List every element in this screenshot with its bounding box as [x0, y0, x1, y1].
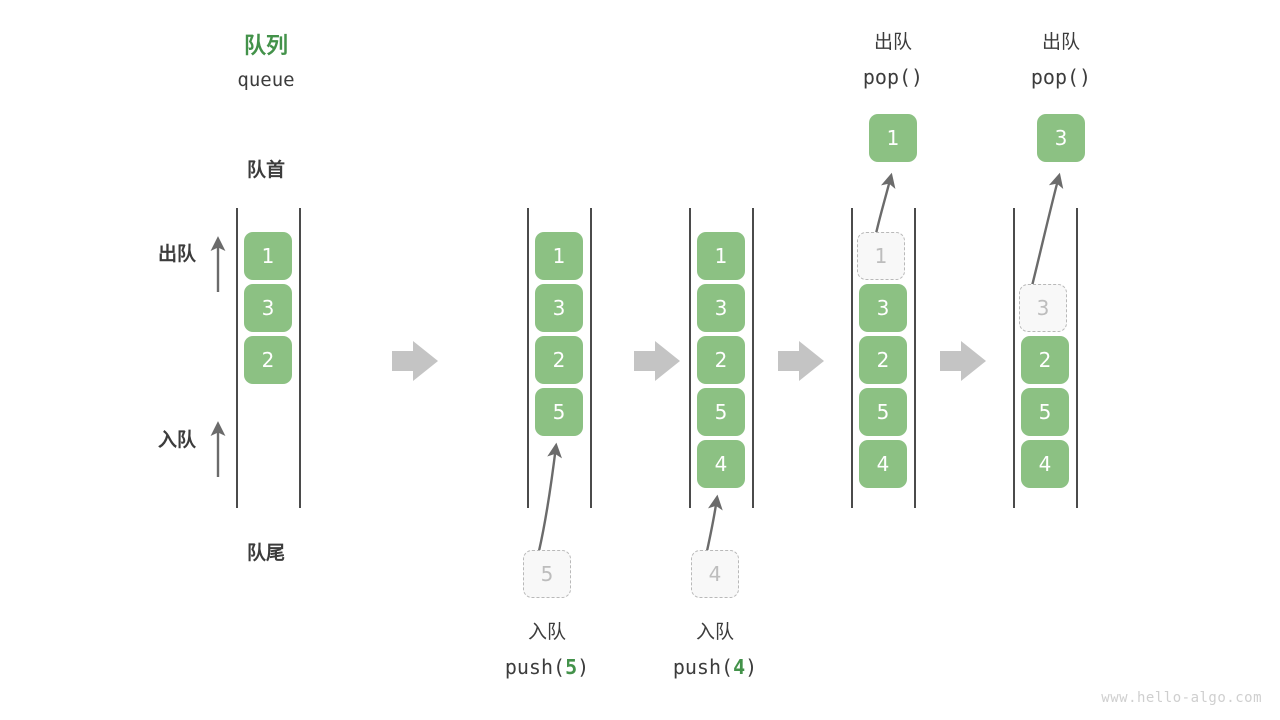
- push-code-pre-2: push(: [672, 655, 734, 679]
- queue-cell-ghost: 3: [1019, 284, 1067, 332]
- queue-cell: 1: [244, 232, 292, 280]
- queue-cell: 3: [859, 284, 907, 332]
- queue-cell: 5: [1021, 388, 1069, 436]
- transition-arrow-1: [392, 341, 438, 381]
- queue-cell: 1: [535, 232, 583, 280]
- queue-rail-right-3: [914, 208, 916, 508]
- dequeue-label: 出队: [157, 243, 196, 265]
- queue-rail-left-1: [527, 208, 529, 508]
- queue-cell: 5: [697, 388, 745, 436]
- queue-cell-ghost: 1: [857, 232, 905, 280]
- queue-rail-left-2: [689, 208, 691, 508]
- queue-cell: 3: [535, 284, 583, 332]
- page-title-cn: 队列: [243, 34, 288, 59]
- page-title-en: queue: [237, 69, 295, 91]
- popped-cell: 3: [1037, 114, 1085, 162]
- queue-cell: 5: [535, 388, 583, 436]
- queue-cell: 4: [697, 440, 745, 488]
- pop-caption-code-3: pop(): [862, 65, 924, 89]
- queue-cell: 3: [244, 284, 292, 332]
- incoming-cell: 5: [523, 550, 571, 598]
- push-code-arg-2: 4: [733, 655, 746, 679]
- pop-arrow-3: [1029, 172, 1064, 291]
- queue-cell: 3: [697, 284, 745, 332]
- queue-rail-right-4: [1076, 208, 1078, 508]
- pop-caption-cn-3: 出队: [873, 31, 912, 53]
- transition-arrow-3: [778, 341, 824, 381]
- transition-arrow-4: [940, 341, 986, 381]
- queue-rail-left-0: [236, 208, 238, 508]
- push-code-post-2: ): [745, 655, 758, 679]
- incoming-cell: 4: [691, 550, 739, 598]
- queue-cell: 2: [697, 336, 745, 384]
- queue-cell: 2: [859, 336, 907, 384]
- pop-caption-cn-4: 出队: [1041, 31, 1080, 53]
- queue-cell: 2: [535, 336, 583, 384]
- pop-caption-code-4: pop(): [1030, 65, 1092, 89]
- front-label: 队首: [246, 159, 285, 181]
- queue-rail-left-3: [851, 208, 853, 508]
- queue-rail-right-0: [299, 208, 301, 508]
- push-caption-code-1: push(5): [467, 656, 627, 679]
- transition-arrow-2: [634, 341, 680, 381]
- queue-rail-right-1: [590, 208, 592, 508]
- watermark: www.hello-algo.com: [1101, 690, 1262, 706]
- queue-rail-right-2: [752, 208, 754, 508]
- push-code-arg-1: 5: [565, 655, 578, 679]
- push-arrow-5: [537, 442, 562, 552]
- push-caption-code-2: push(4): [635, 656, 795, 679]
- push-caption-cn-1: 入队: [527, 621, 566, 643]
- queue-cell: 1: [697, 232, 745, 280]
- queue-cell: 5: [859, 388, 907, 436]
- push-code-pre-1: push(: [504, 655, 566, 679]
- queue-cell: 2: [244, 336, 292, 384]
- queue-cell: 4: [1021, 440, 1069, 488]
- popped-cell: 1: [869, 114, 917, 162]
- queue-cell: 4: [859, 440, 907, 488]
- queue-rail-left-4: [1013, 208, 1015, 508]
- rear-label: 队尾: [246, 542, 285, 564]
- push-caption-cn-2: 入队: [695, 621, 734, 643]
- queue-cell: 2: [1021, 336, 1069, 384]
- enqueue-label: 入队: [157, 429, 196, 451]
- push-arrow-4: [705, 494, 723, 552]
- push-code-post-1: ): [577, 655, 590, 679]
- pop-arrow-1: [873, 172, 896, 239]
